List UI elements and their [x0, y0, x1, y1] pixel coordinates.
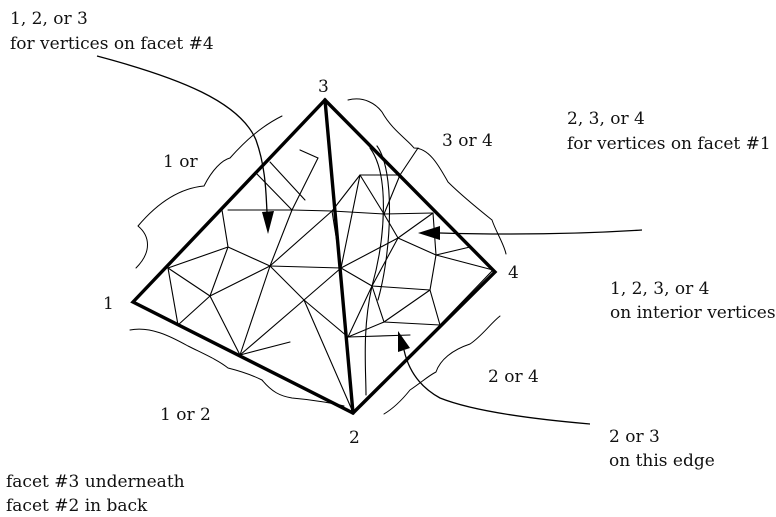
- vertex-label-4: 4: [508, 263, 519, 283]
- arrow-edge-2-3-head: [398, 331, 410, 352]
- arrow-facet-4-head: [262, 211, 274, 234]
- vertex-label-1: 1: [103, 294, 114, 314]
- facet-4-annotation-line-2: for vertices on facet #4: [10, 34, 214, 54]
- edge-label-2-4: 2 or 4: [488, 367, 539, 387]
- underneath-note-line-2: facet #2 in back: [6, 496, 148, 516]
- annotation-arrows: [96, 55, 643, 425]
- triangulation-mesh: [167, 145, 494, 411]
- edge-label-1-3: 1 or: [163, 152, 198, 172]
- facet-1-annotation-line-2: for vertices on facet #1: [567, 134, 771, 154]
- edge-label-3-4: 3 or 4: [442, 131, 493, 151]
- vertex-label-2: 2: [349, 428, 360, 448]
- arrow-edge-2-3: [403, 349, 591, 425]
- edge-labels: 1 or 3 or 4 1 or 2 2 or 4: [160, 131, 539, 425]
- vertex-labels: 1 2 3 4: [103, 77, 519, 448]
- edge-label-1-2: 1 or 2: [160, 405, 211, 425]
- brace-edge-2-4: [383, 315, 501, 415]
- arrow-facet-4: [96, 55, 268, 213]
- arrow-facet-1: [439, 229, 643, 235]
- underneath-note-line-1: facet #3 underneath: [6, 472, 185, 492]
- annotation-text: 1, 2, or 3 for vertices on facet #4 2, 3…: [6, 9, 776, 516]
- facet-1-annotation-line-1: 2, 3, or 4: [567, 109, 645, 129]
- vertex-label-3: 3: [318, 77, 329, 97]
- brace-edge-1-2: [129, 328, 345, 407]
- edge-braces: [129, 98, 507, 415]
- interior-annotation-line-1: 1, 2, 3, or 4: [610, 279, 709, 299]
- tetrahedron-outline: [130, 97, 498, 416]
- edge-2-3-annotation-line-1: 2 or 3: [609, 427, 660, 447]
- brace-edge-3-4: [347, 98, 507, 255]
- edge-2-3-annotation-line-2: on this edge: [609, 451, 715, 471]
- interior-annotation-line-2: on interior vertices: [610, 303, 776, 323]
- brace-edge-1-3: [135, 115, 283, 269]
- facet-4-annotation-line-1: 1, 2, or 3: [10, 9, 88, 29]
- arrow-facet-1-head: [418, 226, 440, 240]
